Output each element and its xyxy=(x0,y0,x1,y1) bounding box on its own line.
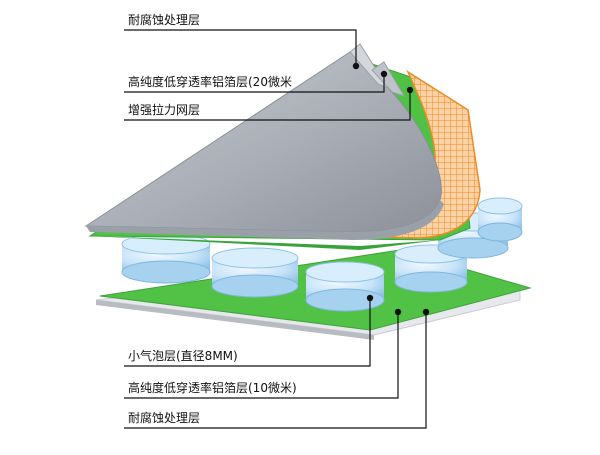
callout-line xyxy=(124,312,427,429)
callout-line xyxy=(124,298,371,367)
label-mesh: 增强拉力网层 xyxy=(128,102,200,117)
label-top-coating: 耐腐蚀处理层 xyxy=(128,12,200,27)
bubble xyxy=(121,233,211,284)
callout-line xyxy=(124,90,411,121)
callout-line xyxy=(124,74,385,93)
foil-curl xyxy=(371,61,406,97)
callout-dot xyxy=(422,308,430,316)
top-foil-edge xyxy=(86,200,444,240)
callout-dot xyxy=(352,62,360,70)
bubble xyxy=(211,247,299,298)
bubble xyxy=(477,197,523,242)
callout-line xyxy=(124,29,357,64)
callout-lines xyxy=(124,29,427,429)
label-foil-20: 高纯度低穿透率铝箔层(20微米 xyxy=(128,74,292,89)
bubble-layer xyxy=(121,197,523,312)
callout-dot xyxy=(366,294,374,302)
callout-dots xyxy=(352,62,430,316)
callout-line xyxy=(124,312,399,399)
bubble xyxy=(305,261,385,312)
label-foil-10: 高纯度低穿透率铝箔层(10微米) xyxy=(128,380,297,395)
bubble xyxy=(394,244,468,293)
bottom-foil-edge xyxy=(96,300,374,340)
callout-dot xyxy=(406,86,414,94)
label-bottom-coating: 耐腐蚀处理层 xyxy=(128,410,200,425)
label-bubble: 小气泡层(直径8MM) xyxy=(128,348,238,363)
callout-dot xyxy=(394,308,402,316)
callout-dot xyxy=(380,70,388,78)
upper-green-edge xyxy=(90,236,440,250)
